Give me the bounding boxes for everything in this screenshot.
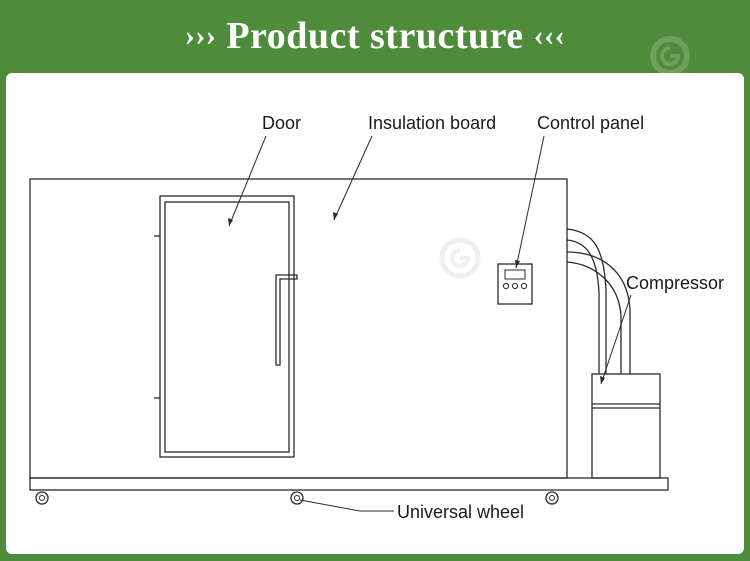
refrigerant-pipes [566,228,631,374]
wheel-middle [290,491,304,505]
product-diagram: Door Insulation board Control panel Comp… [29,113,724,522]
arrow-insulation-board [333,212,338,220]
door-frame-inner [164,201,290,453]
leader-insulation-board [333,135,373,221]
leader-universal-wheel [299,499,394,512]
header-banner: ››› Product structure ‹‹‹ [0,0,750,72]
control-panel-unit [497,263,533,305]
arrow-control-panel [515,260,520,268]
leader-control-panel [515,135,545,269]
label-universal-wheel: Universal wheel [397,502,524,522]
label-control-panel: Control panel [537,113,644,133]
page-title: ››› Product structure ‹‹‹ [185,14,565,58]
watermark-logo-icon [439,237,481,279]
base-platform [29,477,669,491]
label-compressor: Compressor [626,273,724,293]
label-door: Door [262,113,301,133]
compressor-unit [591,373,661,479]
arrow-compressor [600,376,605,384]
label-insulation-board: Insulation board [368,113,496,133]
gondor-logo-icon [650,36,690,76]
wheel-left [35,491,49,505]
cabinet-body [29,178,568,479]
title-text: Product structure [226,15,524,57]
leader-door [228,135,267,227]
leader-compressor [600,294,632,385]
door-handle [275,274,298,366]
diagram-panel: Door Insulation board Control panel Comp… [6,73,744,554]
wheel-right [545,491,559,505]
title-arrows-right: ‹‹‹ [533,19,566,52]
arrow-door [228,218,233,226]
door-frame-outer [159,195,295,458]
title-arrows-left: ››› [184,19,217,52]
